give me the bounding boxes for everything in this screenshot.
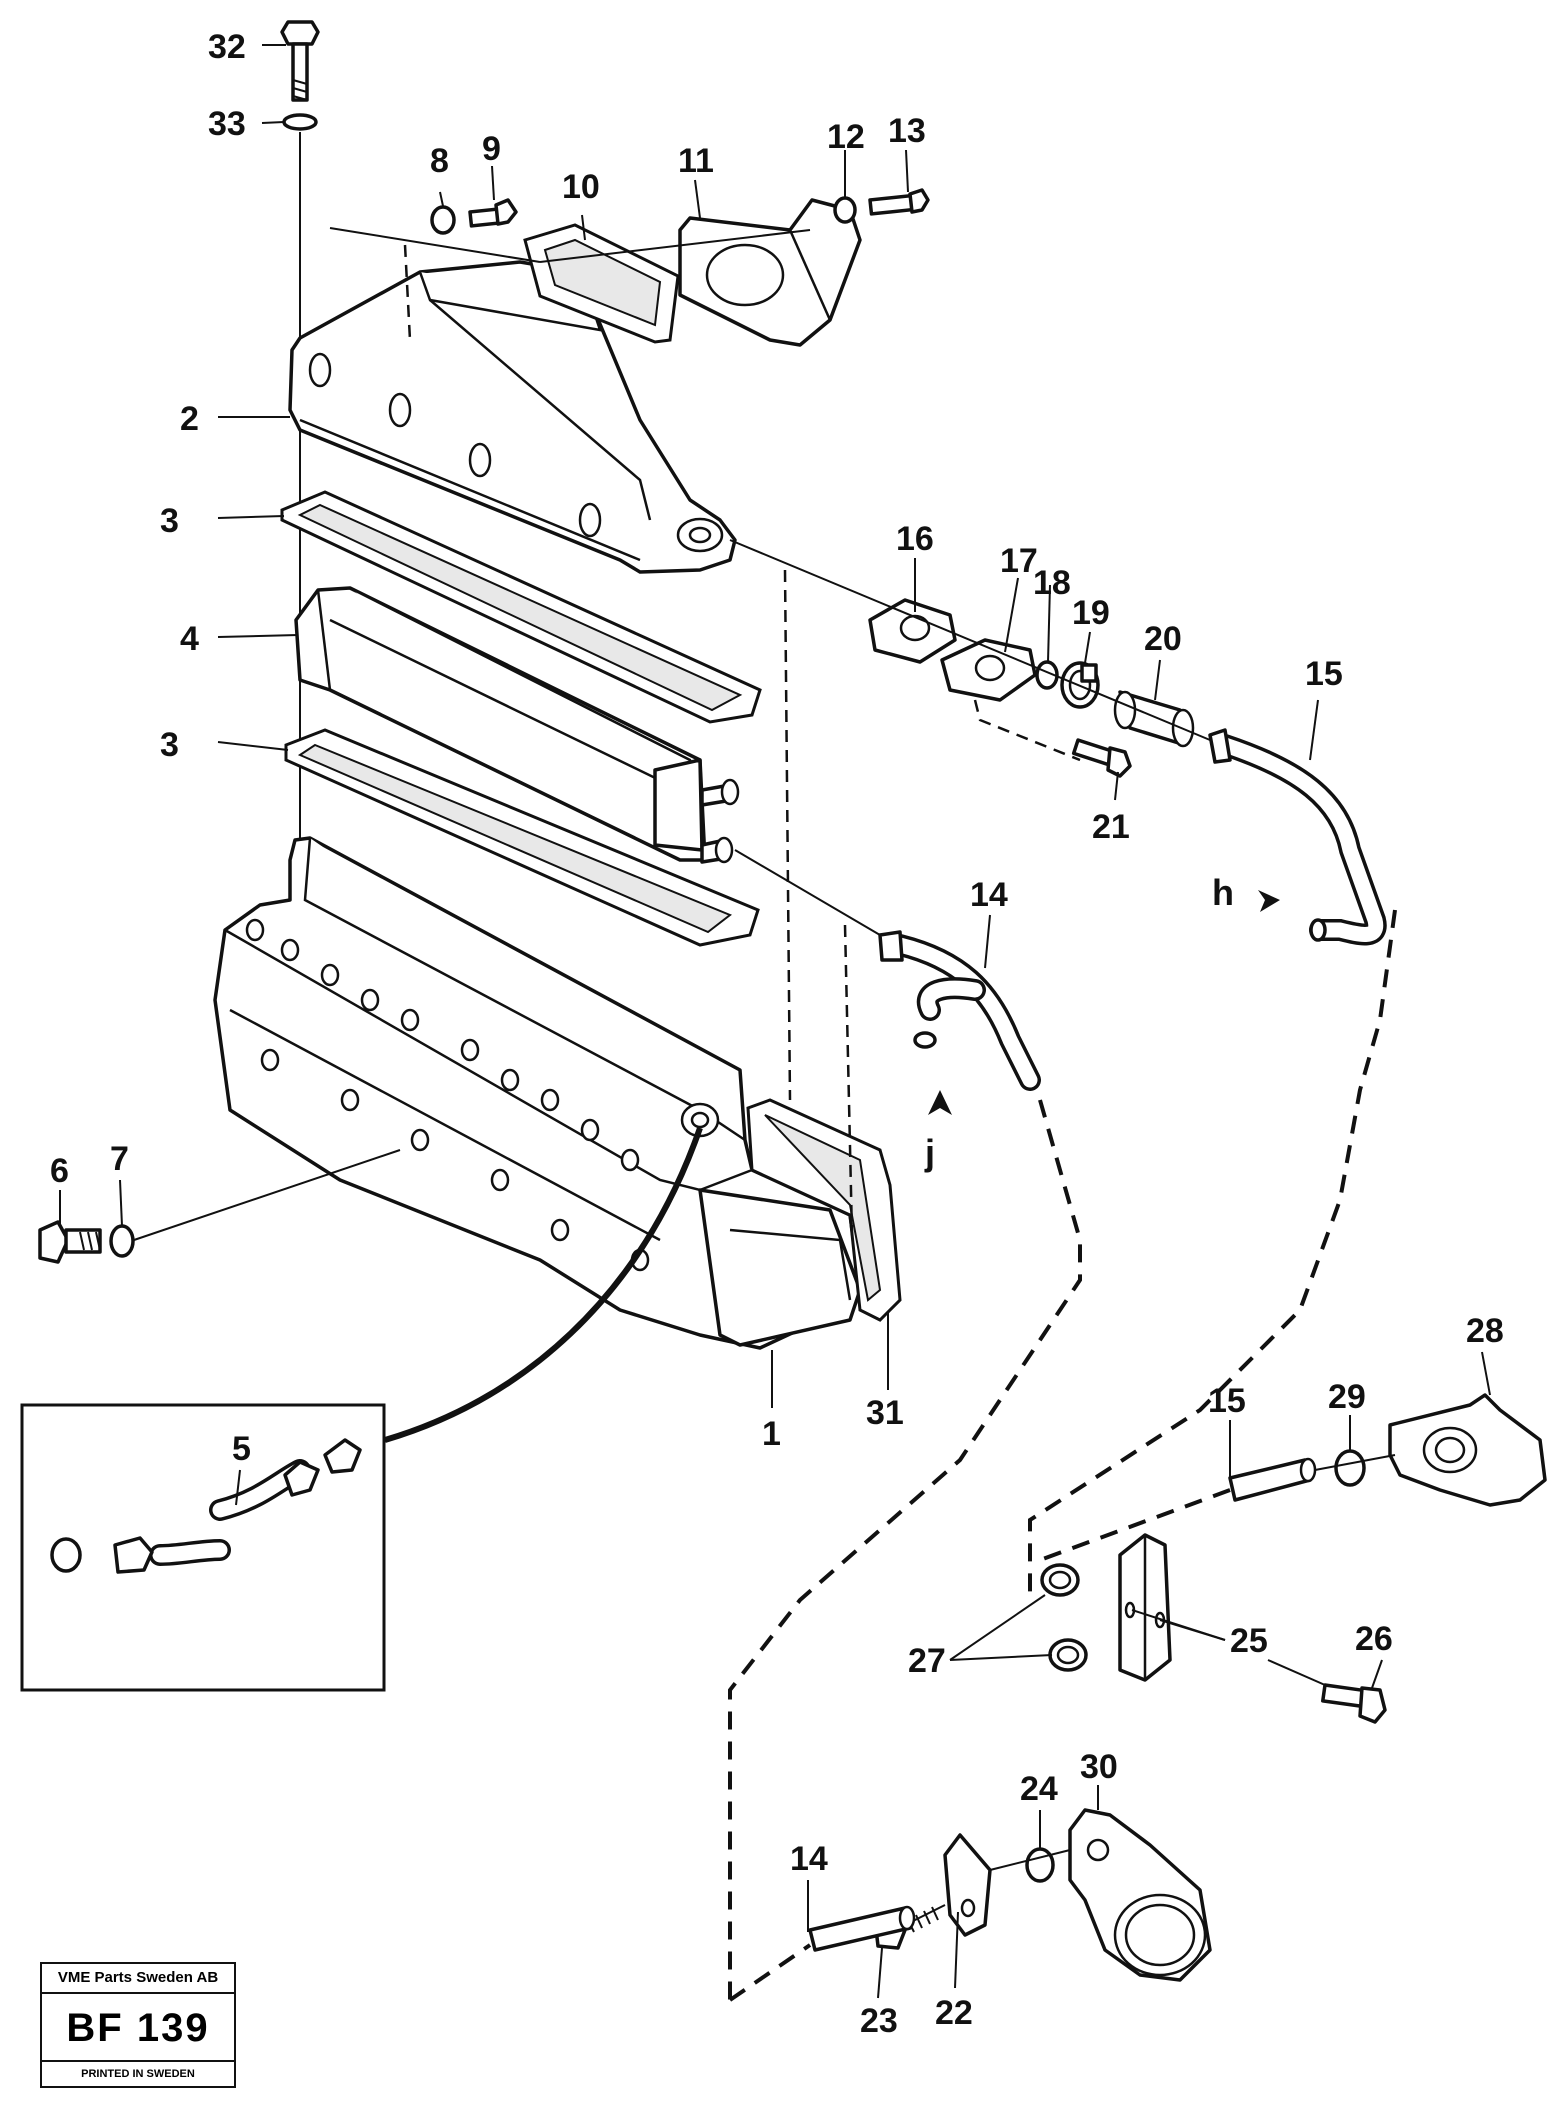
callout-15-lower: 15 [1208,1382,1246,1420]
intake-manifold-1 [213,836,862,1350]
washer-33 [282,113,318,131]
hose-15-upper [1208,728,1387,946]
company-name: VME Parts Sweden AB [42,1964,234,1994]
callout-20: 20 [1144,620,1182,658]
callout-22: 22 [935,1994,973,2032]
callout-28: 28 [1466,1312,1504,1350]
washer-8 [430,205,456,235]
callout-14-lower: 14 [790,1840,828,1878]
thermostat-housing-28 [1388,1393,1547,1507]
callout-26: 26 [1355,1620,1393,1658]
callout-15-upper: 15 [1305,655,1343,693]
callout-4: 4 [180,620,199,658]
outlet-flange-11 [678,198,862,347]
callout-1: 1 [762,1415,781,1453]
sleeve-20 [1113,690,1195,748]
cooler-core-4 [294,586,740,864]
hose-14-upper [878,930,1041,1091]
gasket-3-upper [280,490,762,724]
callout-18: 18 [1033,564,1071,602]
flow-letter-j: j [924,1132,935,1173]
callout-21: 21 [1092,808,1130,846]
callout-9: 9 [482,130,501,168]
callout-5: 5 [232,1430,251,1468]
flow-arrow-h [1258,890,1280,912]
callout-29: 29 [1328,1378,1366,1416]
washer-12 [833,196,857,224]
bolt-32 [280,20,320,102]
callout-14-upper: 14 [970,876,1008,914]
printed-note: PRINTED IN SWEDEN [42,2060,234,2086]
screw-13 [868,188,930,216]
bolt-6 [38,1220,102,1264]
clip-25 [1118,1533,1172,1682]
flow-letter-h: h [1212,872,1234,913]
callout-31: 31 [866,1394,904,1432]
screw-9 [468,198,518,228]
ring-29 [1334,1449,1366,1487]
callout-17: 17 [1000,542,1038,580]
screw-21 [1071,738,1132,778]
flange-16 [868,598,957,664]
callout-16: 16 [896,520,934,558]
callout-19: 19 [1072,594,1110,632]
callout-3-upper: 3 [160,502,179,540]
gasket-10 [523,223,680,344]
screw-26 [1321,1683,1387,1724]
callout-23: 23 [860,2002,898,2040]
callout-11: 11 [678,142,714,180]
bracket-22 [943,1833,992,1937]
callout-27: 27 [908,1642,946,1680]
washer-7 [109,1224,135,1258]
callout-32: 32 [208,28,246,66]
flange-17 [940,638,1037,702]
housing-30 [1068,1808,1212,1982]
callout-6: 6 [50,1152,69,1190]
upper-cover-2 [288,260,737,574]
title-block: VME Parts Sweden AB BF 139 PRINTED IN SW… [40,1962,236,2088]
callout-3-lower: 3 [160,726,179,764]
callout-30: 30 [1080,1748,1118,1786]
gasket-31 [746,1098,902,1322]
callout-2: 2 [180,400,199,438]
pipe-15-lower [1228,1457,1317,1502]
callout-10: 10 [562,168,600,206]
callout-7: 7 [110,1140,129,1178]
flow-arrow-j [928,1090,952,1115]
callout-13: 13 [888,112,926,150]
detail-inset [20,1403,386,1692]
ring-24 [1025,1847,1055,1883]
callout-33: 33 [208,105,246,143]
drawing-code: BF 139 [66,2006,210,2050]
pipe-14-lower [808,1905,916,1952]
callout-25: 25 [1230,1622,1268,1660]
grommet-27 [1040,1563,1088,1672]
callout-12: 12 [827,118,865,156]
gasket-3-lower [284,728,760,947]
washer-18 [1035,660,1059,690]
callout-24: 24 [1020,1770,1058,1808]
leader-lines [59,44,1491,1999]
callout-8: 8 [430,142,449,180]
